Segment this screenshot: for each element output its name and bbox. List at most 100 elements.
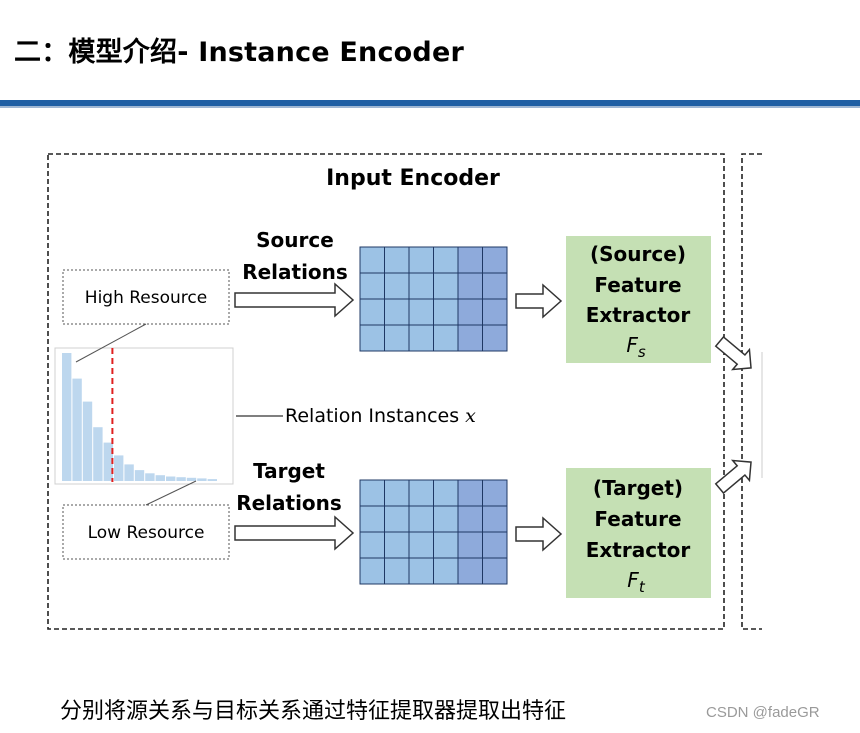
histogram-bars [62,353,217,481]
grid-cell [457,479,483,507]
high-resource-connector [75,323,147,363]
grid-cell [408,531,434,559]
grid-cell [433,505,459,533]
grid-cell [359,505,385,533]
histogram-bar [186,477,197,481]
histogram-bar [207,479,217,481]
high-resource-label: High Resource [85,288,207,308]
target-relations-label-1: Target [253,459,325,483]
watermark: CSDN @fadeGR [706,704,820,721]
grid-cell [482,557,508,585]
histogram-bar [145,473,155,481]
source-relations-label-2: Relations [242,260,348,284]
source-extractor-symbol: Fs [626,333,646,361]
grid-cell [482,324,508,352]
histogram-bar [114,455,124,481]
grid-cell [457,298,483,326]
source-relations-grid [359,246,508,352]
histogram-bar [93,427,103,481]
grid-cell [408,246,434,274]
source-output-arrow [714,335,752,371]
source-extractor-line2: Feature [594,273,681,297]
histogram-bar [155,475,165,481]
histogram-bar [124,464,134,481]
source-input-arrow [234,282,355,318]
grid-cell [359,298,385,326]
grid-cell [408,272,434,300]
target-feature-extractor [566,468,711,598]
histogram-bar [197,478,207,481]
grid-cell [433,324,459,352]
grid-cell [433,298,459,326]
source-extractor-line3: Extractor [586,303,691,327]
slide-title: 二：模型介绍- Instance Encoder [14,37,464,68]
grid-cell [457,246,483,274]
grid-cell [482,246,508,274]
grid-cell [457,505,483,533]
histogram-bar [103,442,113,481]
histogram-bar [166,476,176,481]
title-rule [0,100,860,106]
histogram-bar [176,477,186,481]
target-extractor-arrow [515,516,563,552]
target-extractor-line3: Extractor [586,538,691,562]
grid-cell [482,298,508,326]
grid-cell [482,479,508,507]
grid-cell [384,272,410,300]
grid-cell [482,531,508,559]
grid-cell [457,272,483,300]
low-resource-box [62,504,230,560]
target-input-arrow [234,515,355,551]
grid-cell [482,272,508,300]
grid-cell [359,272,385,300]
grid-cell [359,479,385,507]
input-encoder-panel [47,153,725,630]
source-extractor-line1: (Source) [590,242,686,266]
histogram-bar [62,353,72,481]
source-relations-label-1: Source [256,228,334,252]
grid-cell [359,531,385,559]
slide-caption: 分别将源关系与目标关系通过特征提取器提取出特征 [60,699,567,724]
source-feature-extractor [566,236,711,363]
relation-instances-label: Relation Instances x [285,405,476,427]
grid-cell [359,246,385,274]
grid-cell [433,246,459,274]
title-rule-shadow [0,106,860,108]
grid-cell [433,272,459,300]
grid-cell [408,479,434,507]
histogram-bar [134,470,145,481]
grid-cell [457,531,483,559]
instance-encoder-diagram: Input Encoder Source Relations Target Re… [47,153,763,630]
source-extractor-arrow [515,283,563,319]
target-output-arrow [714,459,752,495]
grid-cell [384,479,410,507]
grid-cell [359,324,385,352]
grid-cell [384,531,410,559]
grid-cell [384,557,410,585]
grid-cell [408,505,434,533]
grid-cell [457,324,483,352]
grid-cell [408,298,434,326]
histogram-bar [82,401,93,481]
grid-cell [384,324,410,352]
target-extractor-line2: Feature [594,507,681,531]
grid-cell [408,557,434,585]
histogram-bar [72,378,82,481]
target-extractor-symbol: Ft [627,568,646,596]
grid-cell [359,557,385,585]
grid-cell [433,479,459,507]
grid-cell [433,557,459,585]
grid-cell [384,505,410,533]
grid-cell [433,531,459,559]
high-resource-box [62,269,230,325]
target-relations-label-2: Relations [236,491,342,515]
target-relations-grid [359,479,508,585]
grid-cell [384,246,410,274]
target-extractor-line1: (Target) [593,476,683,500]
grid-cell [384,298,410,326]
low-resource-connector [145,480,197,506]
next-panel-edge [741,153,762,630]
panel-title: Input Encoder [326,166,500,191]
grid-cell [482,505,508,533]
low-resource-label: Low Resource [88,523,205,543]
